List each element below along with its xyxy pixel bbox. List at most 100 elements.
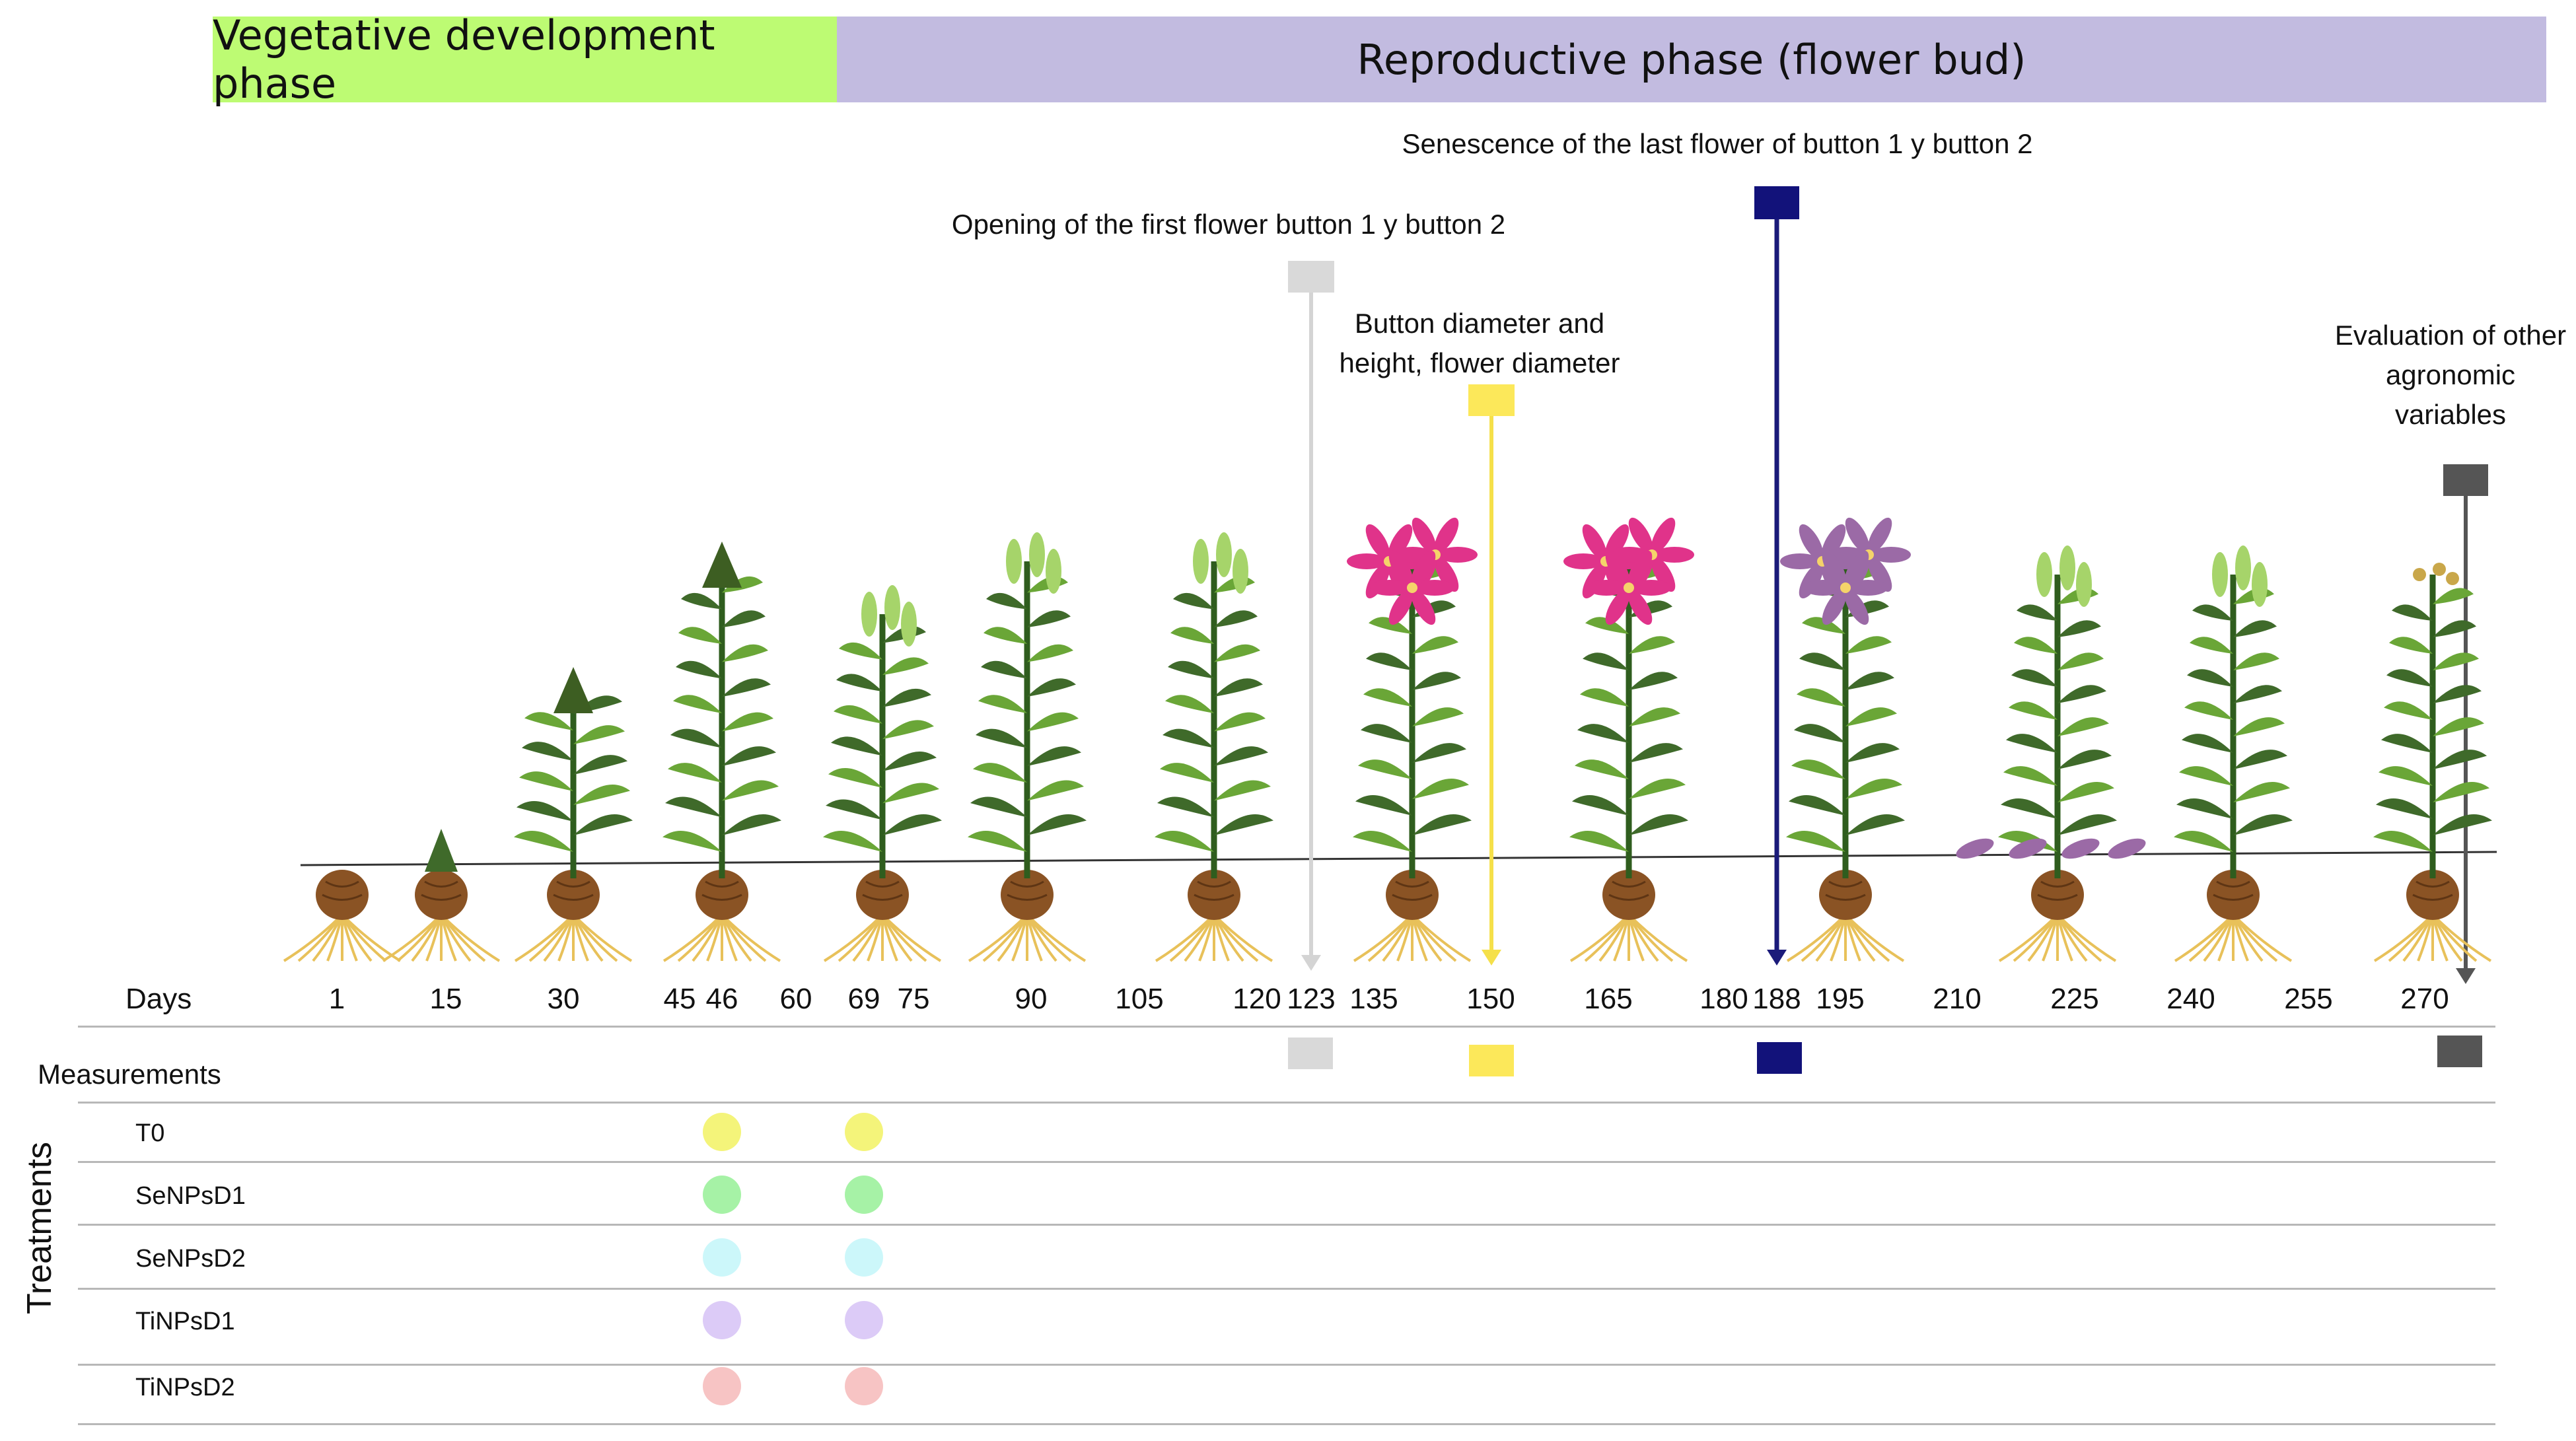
plant-leafy [662, 542, 781, 962]
leaf [681, 592, 722, 610]
measurement-marker-opening [1288, 1037, 1333, 1069]
leaf [519, 771, 573, 791]
treatment-application-dot [845, 1176, 883, 1214]
treatment-application-dot [703, 1176, 741, 1214]
marker-arrow-evaluation [2443, 464, 2488, 984]
treatment-label: TiNPsD1 [135, 1308, 235, 1335]
treatment-application-dot [703, 1367, 741, 1405]
bulb [1386, 870, 1439, 920]
flower-bud [2235, 545, 2251, 590]
leaf [2233, 717, 2285, 736]
leaf [670, 728, 722, 748]
leaf [1027, 746, 1081, 766]
flower [1587, 550, 1671, 625]
leaf [2433, 620, 2476, 637]
leaf [1580, 688, 1629, 707]
days-divider [78, 1026, 2495, 1028]
leaf [1412, 707, 1464, 726]
leaf [722, 746, 776, 766]
leaf [678, 627, 722, 644]
evaluation-annotation-line2: agronomic [2385, 359, 2516, 390]
flower-bud [2059, 545, 2075, 590]
plant-shoot [514, 667, 633, 962]
day-tick-label: 90 [1015, 983, 1048, 1015]
plant-bloom [1563, 517, 1694, 962]
evaluation-annotation: Evaluation of other agronomic variables [2312, 316, 2576, 435]
plant-bulb-sprout [382, 829, 501, 962]
flower-bud [1029, 532, 1045, 577]
leaf [522, 742, 573, 761]
leaf [1027, 814, 1087, 835]
leaf [573, 755, 627, 775]
leaf [2433, 814, 2492, 835]
treatment-application-dot [845, 1113, 883, 1151]
leaf [1163, 728, 1214, 748]
leaf [1629, 814, 1688, 835]
flower-bud [1233, 549, 1248, 594]
leaf [836, 674, 882, 692]
plant-bulb [283, 870, 402, 962]
leaf [1629, 707, 1680, 726]
leaf [984, 627, 1027, 644]
leaf [2233, 620, 2277, 637]
seed-pod [2446, 572, 2459, 585]
marker-square-senescence [1754, 186, 1799, 219]
flower [1370, 550, 1454, 625]
leaf [1629, 636, 1675, 654]
leaf [839, 642, 882, 660]
leaf [1353, 830, 1412, 852]
treatment-application-dot [845, 1238, 883, 1277]
leaf [882, 751, 937, 771]
bulb [415, 870, 468, 920]
leaf [2192, 604, 2233, 621]
treatment-row-divider [78, 1288, 2495, 1290]
plant-seed-pods [2373, 563, 2492, 962]
treatment-label: T0 [135, 1119, 165, 1147]
leaf [1794, 724, 1845, 743]
leaf [1845, 672, 1894, 690]
bulb [547, 870, 600, 920]
leaf [1170, 627, 1214, 644]
day-tick-label: 270 [2400, 983, 2449, 1015]
leaf-spike [554, 667, 593, 713]
leaf [968, 830, 1027, 852]
leaf [676, 660, 722, 679]
day-tick-label: 188 [1752, 983, 1801, 1015]
seed-pod [2433, 563, 2446, 576]
leaf [1361, 724, 1412, 743]
leaf [2011, 669, 2057, 687]
leaf [1629, 779, 1686, 799]
day-tick-label: 69 [847, 983, 880, 1015]
day-tick-label: 1 [328, 983, 345, 1015]
leaf [2433, 782, 2489, 802]
plant-bud [823, 585, 942, 962]
leaf [2057, 685, 2106, 703]
senescence-annotation: Senescence of the last flower of button … [1402, 128, 2033, 159]
leaf [2057, 814, 2117, 835]
leaf [2433, 717, 2484, 736]
leaf [2233, 685, 2282, 703]
bulb [1001, 870, 1054, 920]
plant-senesced [1998, 545, 2117, 962]
leaf [2389, 637, 2433, 654]
measurement-marker-button-diameter [1469, 1045, 1514, 1076]
marker-square-button-diameter [1468, 384, 1515, 416]
leaf [1845, 779, 1902, 799]
day-tick-label: 30 [547, 983, 580, 1015]
leaf [1214, 746, 1268, 766]
leaf [722, 610, 766, 627]
leaf [1214, 644, 1260, 662]
leaf [1583, 652, 1629, 670]
leaf [1214, 678, 1263, 697]
treatment-row-divider [78, 1161, 2495, 1163]
marker-square-evaluation [2443, 464, 2488, 496]
leaf [2057, 750, 2112, 769]
day-tick-label: 240 [2166, 983, 2215, 1015]
leaf [1214, 712, 1266, 732]
leaf [722, 814, 781, 835]
marker-arrow-button-diameter [1468, 384, 1515, 966]
leaf-spike [702, 542, 742, 588]
marker-arrow-opening [1288, 261, 1334, 971]
evaluation-annotation-line1: Evaluation of other [2334, 320, 2567, 351]
opening-annotation: Opening of the first flower button 1 y b… [951, 209, 1506, 240]
